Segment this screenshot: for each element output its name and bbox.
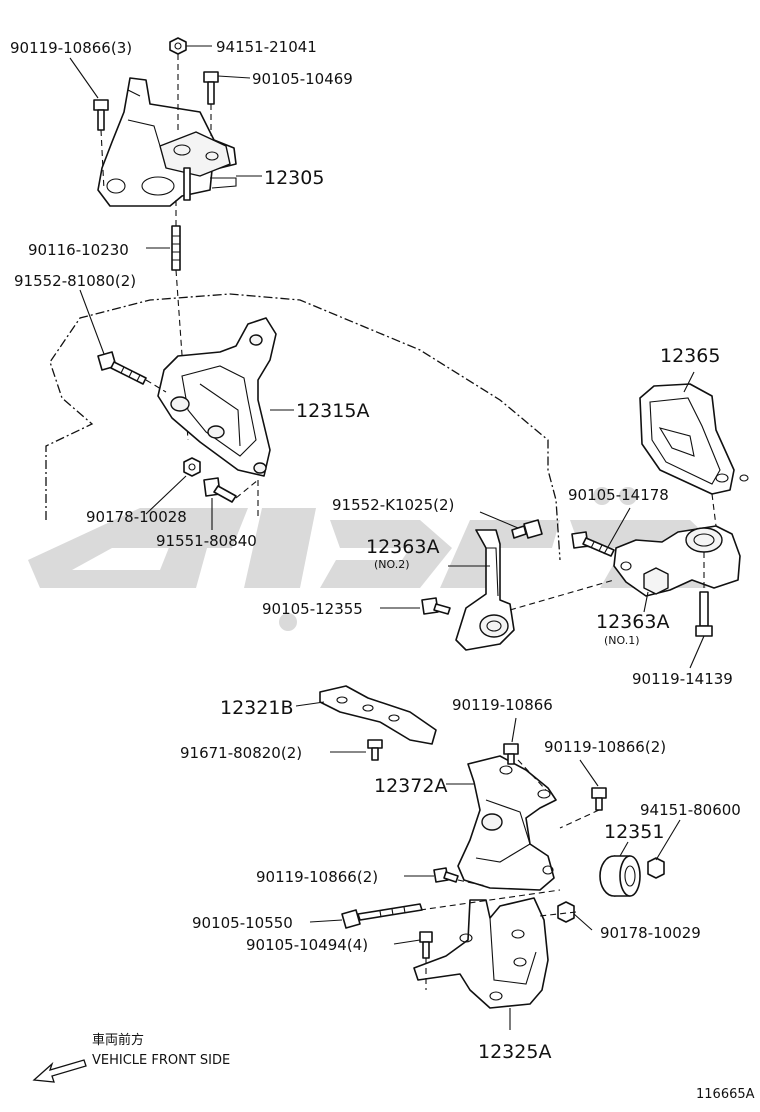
nut-94151-21041-icon[interactable]	[169, 37, 187, 55]
label-90119-10866-2a[interactable]: 90119-10866(2)	[544, 738, 666, 756]
label-90178-10029[interactable]: 90178-10029	[600, 924, 701, 942]
label-90105-10550[interactable]: 90105-10550	[192, 914, 293, 932]
bolt-90105-10550-icon[interactable]	[341, 903, 423, 929]
bolt-90119-10866-2b-icon[interactable]	[433, 867, 459, 883]
figure-code: 116665A	[696, 1087, 755, 1102]
label-12315A[interactable]: 12315A	[296, 400, 369, 422]
bracket-12325A[interactable]	[413, 897, 549, 1009]
label-12372A[interactable]: 12372A	[374, 775, 447, 797]
label-12325A[interactable]: 12325A	[478, 1041, 551, 1063]
centerline	[517, 759, 600, 829]
insulator-12351[interactable]	[599, 855, 641, 897]
bolt-91552-K1025-icon[interactable]	[511, 519, 543, 539]
label-90116-10230[interactable]: 90116-10230	[28, 241, 129, 259]
label-90178-10028[interactable]: 90178-10028	[86, 508, 187, 526]
bracket-12363A-no1[interactable]	[613, 525, 741, 597]
bolt-90105-14178-icon[interactable]	[571, 531, 615, 557]
label-90119-10866-3[interactable]: 90119-10866(3)	[10, 39, 132, 57]
nut-90178-10029-icon[interactable]	[557, 901, 575, 923]
vehicle-front-indicator: 車両前方 VEHICLE FRONT SIDE	[32, 1032, 230, 1083]
centerline	[100, 129, 105, 191]
label-91671-80820-2[interactable]: 91671-80820(2)	[180, 744, 302, 762]
engine-outline	[45, 293, 561, 561]
engine-mount-12305[interactable]	[97, 77, 237, 207]
bolt-90105-10494-icon[interactable]	[419, 931, 433, 959]
bracket-12372A[interactable]	[457, 755, 557, 891]
label-12351[interactable]: 12351	[604, 821, 664, 843]
label-12363A-no1[interactable]: 12363A	[596, 611, 669, 633]
nut-90178-10028-icon[interactable]	[183, 457, 201, 477]
centerline	[145, 379, 167, 393]
label-91552-K1025-2[interactable]: 91552-K1025(2)	[332, 496, 454, 514]
stud-90116-10230-icon[interactable]	[171, 167, 191, 271]
label-12305[interactable]: 12305	[264, 167, 324, 189]
label-12363A-no2[interactable]: 12363A	[366, 536, 439, 558]
bolt-90105-10469-icon[interactable]	[203, 71, 219, 105]
bolt-90105-12355-icon[interactable]	[421, 597, 451, 615]
centerline	[235, 479, 259, 520]
label-91552-81080-2[interactable]: 91552-81080(2)	[14, 272, 136, 290]
bolt-91671-80820-icon[interactable]	[367, 739, 383, 761]
direction-label-japanese: 車両前方	[92, 1032, 144, 1048]
label-90119-10866-2b[interactable]: 90119-10866(2)	[256, 868, 378, 886]
centerline	[711, 493, 717, 527]
bolt-90119-10866-single-icon[interactable]	[503, 743, 519, 765]
bracket-12315A[interactable]	[157, 317, 277, 477]
bracket-12363A-no2[interactable]	[455, 529, 515, 651]
bolt-91552-81080-icon[interactable]	[97, 351, 147, 385]
centerline	[419, 879, 577, 990]
label-12321B[interactable]: 12321B	[220, 697, 293, 719]
label-12363A-no1-sub: (NO.1)	[604, 634, 640, 647]
front-arrow-icon	[32, 1059, 87, 1083]
label-90105-10469[interactable]: 90105-10469	[252, 70, 353, 88]
nut-94151-80600-icon[interactable]	[647, 857, 665, 879]
bolt-90119-10866-icon[interactable]	[93, 99, 109, 131]
direction-label-english: VEHICLE FRONT SIDE	[92, 1053, 230, 1068]
insulator-12365[interactable]	[639, 383, 749, 495]
leader-lines	[69, 45, 705, 1030]
label-12363A-no2-sub: (NO.2)	[374, 558, 410, 571]
label-91551-80840[interactable]: 91551-80840	[156, 532, 257, 550]
label-94151-21041[interactable]: 94151-21041	[216, 38, 317, 56]
label-90119-10866[interactable]: 90119-10866	[452, 696, 553, 714]
bolt-91551-80840-icon[interactable]	[203, 477, 237, 503]
label-94151-80600[interactable]: 94151-80600	[640, 801, 741, 819]
bolt-90119-10866-2-icon[interactable]	[591, 787, 607, 811]
label-90105-10494-4[interactable]: 90105-10494(4)	[246, 936, 368, 954]
label-12365[interactable]: 12365	[660, 345, 720, 367]
plate-12321B[interactable]	[319, 685, 437, 745]
label-90105-14178[interactable]: 90105-14178	[568, 486, 669, 504]
centerline	[509, 579, 615, 611]
bolt-90119-14139-icon[interactable]	[695, 591, 713, 637]
label-90119-14139[interactable]: 90119-14139	[632, 670, 733, 688]
label-90105-12355[interactable]: 90105-12355	[262, 600, 363, 618]
